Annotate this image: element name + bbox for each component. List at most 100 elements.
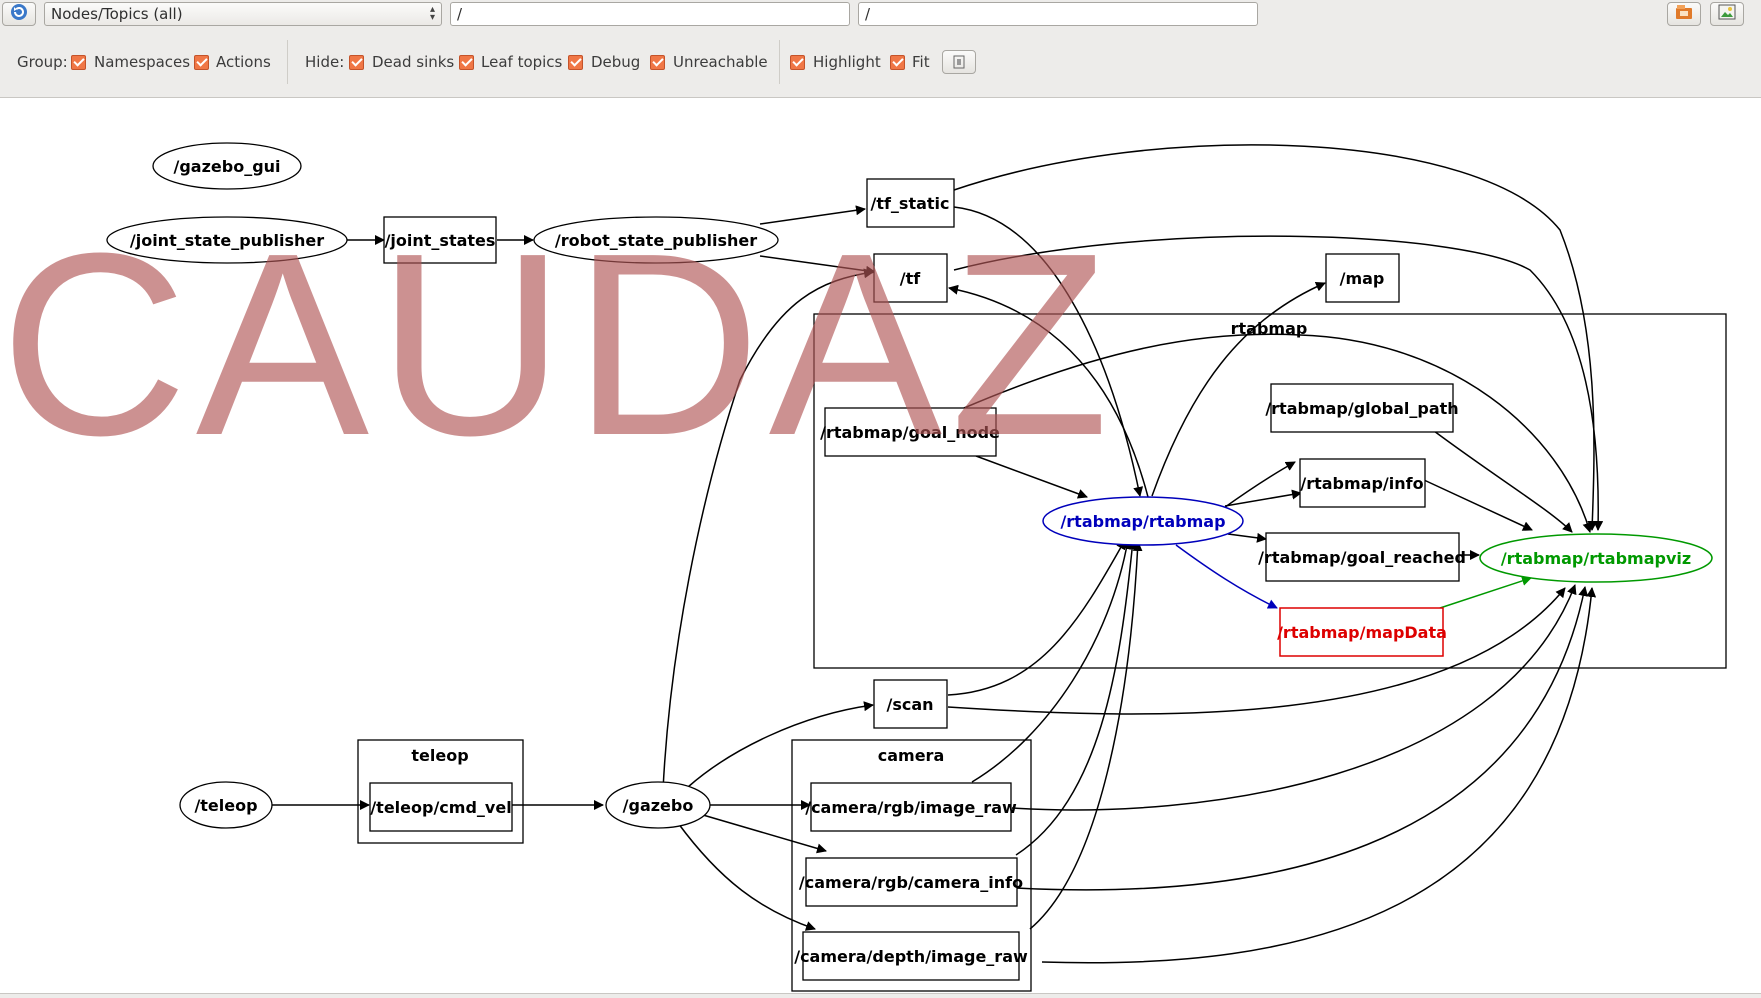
topic-label: /rtabmap/goal_node (820, 423, 1000, 442)
bottom-border (0, 993, 1761, 998)
topic-label: /teleop/cmd_vel (370, 798, 511, 817)
topic-label: /tf_static (870, 194, 949, 213)
topic-mapdata[interactable]: /rtabmap/mapData (1277, 607, 1447, 657)
fit-checkbox[interactable] (890, 55, 905, 70)
topic-filter-input[interactable]: / (858, 2, 1258, 26)
topic-tf[interactable]: /tf (873, 253, 948, 303)
node-filter-input[interactable]: / (450, 2, 850, 26)
view-mode-value: Nodes/Topics (all) (51, 5, 183, 23)
edge (953, 206, 1144, 497)
topic-label: /camera/depth/image_raw (794, 947, 1028, 966)
topic-tf-static[interactable]: /tf_static (866, 178, 955, 228)
edge (963, 333, 1593, 533)
edge (702, 814, 827, 854)
fit-in-view-button[interactable] (942, 50, 976, 74)
leaf-topics-label: Leaf topics (481, 53, 563, 71)
topic-info[interactable]: /rtabmap/info (1299, 458, 1426, 508)
edge (971, 539, 1132, 783)
topic-label: /camera/rgb/image_raw (805, 798, 1017, 817)
edge (1433, 430, 1573, 533)
edge (975, 455, 1088, 499)
edge (759, 205, 866, 225)
node-label: /rtabmap/rtabmapviz (1501, 549, 1691, 568)
topic-label: /rtabmap/mapData (1277, 623, 1447, 642)
topic-label: /rtabmap/global_path (1265, 399, 1458, 418)
fit-in-view-icon (943, 55, 975, 77)
actions-checkbox[interactable] (194, 55, 209, 70)
topic-map[interactable]: /map (1325, 253, 1400, 303)
node-gazebo[interactable]: /gazebo (605, 781, 711, 829)
topic-depth-image-raw[interactable]: /camera/depth/image_raw (794, 931, 1028, 981)
separator (287, 40, 288, 84)
dead-sinks-label: Dead sinks (372, 53, 455, 71)
topic-global-path[interactable]: /rtabmap/global_path (1265, 383, 1459, 433)
debug-checkbox[interactable] (568, 55, 583, 70)
node-rtabmap-rtabmapviz[interactable]: /rtabmap/rtabmapviz (1479, 533, 1713, 583)
edge (953, 235, 1604, 531)
topic-joint-states[interactable]: /joint_states (383, 216, 497, 264)
edge (947, 539, 1126, 696)
save-image-icon (1718, 4, 1736, 24)
edge (662, 268, 874, 791)
refresh-button[interactable] (2, 2, 36, 26)
debug-label: Debug (591, 53, 641, 71)
topic-label: /map (1340, 269, 1385, 288)
topic-label: /scan (886, 695, 933, 714)
node-robot-state-publisher[interactable]: /robot_state_publisher (533, 216, 779, 264)
leaf-topics-checkbox[interactable] (459, 55, 474, 70)
topic-goal-node[interactable]: /rtabmap/goal_node (820, 407, 1000, 457)
edge (677, 822, 816, 931)
toolbar: Nodes/Topics (all) ▴▾ / / Group: Namespa… (0, 0, 1761, 98)
node-label: /robot_state_publisher (555, 231, 757, 250)
dead-sinks-checkbox[interactable] (349, 55, 364, 70)
namespaces-checkbox[interactable] (71, 55, 86, 70)
highlight-edge (1439, 576, 1532, 609)
edge (1041, 587, 1597, 964)
view-mode-select[interactable]: Nodes/Topics (all) ▴▾ (44, 2, 442, 26)
node-label: /gazebo (623, 796, 694, 815)
save-dot-button[interactable] (1667, 2, 1701, 26)
topic-label: /rtabmap/info (1300, 474, 1423, 493)
highlight-label: Highlight (813, 53, 881, 71)
group-label: Group: (17, 53, 68, 71)
edge (687, 701, 874, 788)
edge (1011, 584, 1577, 811)
topic-scan[interactable]: /scan (873, 679, 948, 729)
edge (1423, 479, 1533, 531)
topic-rgb-image-raw[interactable]: /camera/rgb/image_raw (805, 782, 1017, 832)
cluster-camera-label: camera (878, 746, 945, 765)
graph-svg[interactable]: rtabmap teleop camera (0, 98, 1761, 993)
save-image-button[interactable] (1710, 2, 1744, 26)
topic-label: /tf (900, 269, 921, 288)
cluster-rtabmap: rtabmap (813, 313, 1727, 669)
hide-label: Hide: (305, 53, 345, 71)
node-label: /rtabmap/rtabmap (1060, 512, 1225, 531)
node-teleop[interactable]: /teleop (179, 781, 273, 829)
actions-label: Actions (216, 53, 271, 71)
node-rtabmap-rtabmap[interactable]: /rtabmap/rtabmap (1042, 496, 1244, 546)
topic-label: /joint_states (385, 231, 496, 250)
cluster-teleop-label: teleop (411, 746, 468, 765)
edge (1151, 282, 1326, 497)
node-gazebo-gui[interactable]: /gazebo_gui (152, 142, 302, 190)
refresh-icon (10, 3, 28, 25)
node-label: /joint_state_publisher (130, 231, 324, 250)
node-joint-state-publisher[interactable]: /joint_state_publisher (106, 216, 348, 264)
combo-arrows-icon: ▴▾ (429, 4, 435, 23)
edge (948, 284, 1149, 498)
unreachable-label: Unreachable (673, 53, 768, 71)
topic-label: /rtabmap/goal_reached (1258, 548, 1466, 567)
highlight-checkbox[interactable] (790, 55, 805, 70)
edge (947, 587, 1566, 715)
topic-cmd-vel[interactable]: /teleop/cmd_vel (369, 782, 513, 832)
graph-canvas[interactable]: rtabmap teleop camera (0, 98, 1761, 997)
unreachable-checkbox[interactable] (650, 55, 665, 70)
edge (759, 255, 876, 276)
topic-rgb-camera-info[interactable]: /camera/rgb/camera_info (799, 857, 1023, 907)
node-label: /gazebo_gui (173, 157, 280, 176)
namespaces-label: Namespaces (94, 53, 191, 71)
topic-label: /camera/rgb/camera_info (799, 873, 1023, 892)
topic-goal-reached[interactable]: /rtabmap/goal_reached (1258, 532, 1466, 582)
edge (1029, 541, 1143, 930)
cluster-rtabmap-label: rtabmap (1231, 319, 1308, 338)
